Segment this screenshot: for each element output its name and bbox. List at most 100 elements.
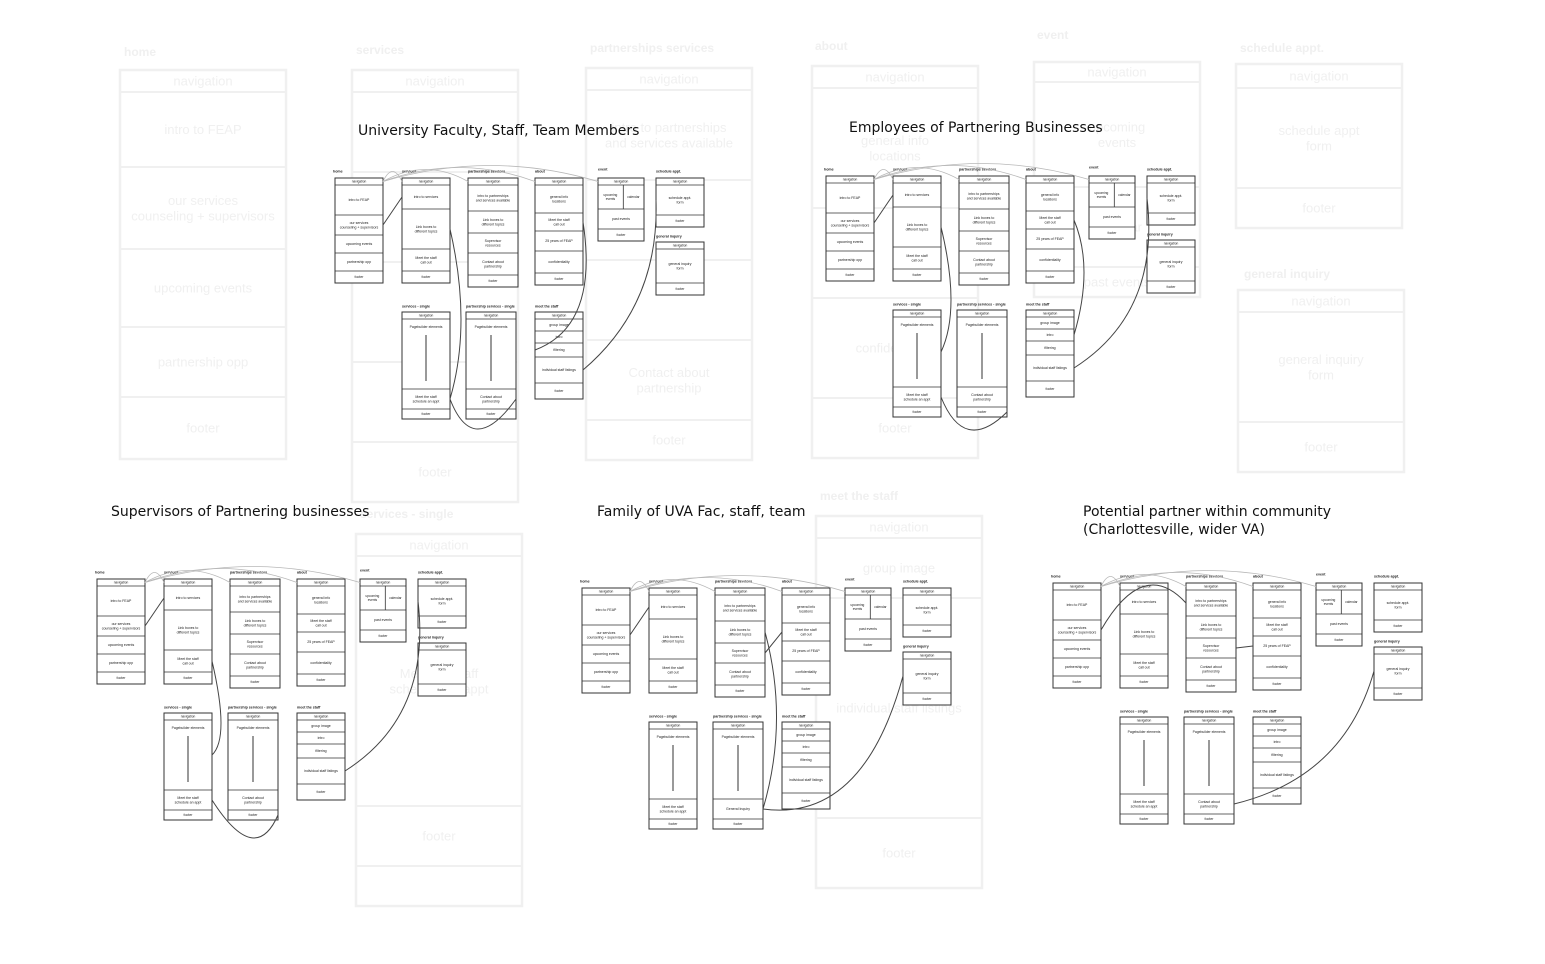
section-label: navigation	[920, 654, 935, 658]
section-label: footer	[802, 799, 812, 803]
section-label-general-inquiry: General Inquiry	[726, 807, 750, 811]
section-label: footer	[1108, 231, 1118, 235]
page-box-frame	[1119, 582, 1169, 689]
section-label: intro to FEAP	[111, 599, 132, 603]
bg-section-label: footer	[1302, 201, 1336, 216]
section-label: footer	[913, 410, 923, 414]
bg-page-frame	[814, 514, 984, 890]
section-label: individual staff listings	[1260, 773, 1294, 777]
nav-link-faint	[629, 577, 783, 592]
user-flow-link	[1100, 584, 1187, 631]
section-label: navigation	[248, 581, 263, 585]
section-label: navigation	[552, 180, 567, 184]
section-label: filtering	[1044, 346, 1055, 350]
section-label: intro to services	[905, 193, 930, 197]
section-label: footer	[1073, 680, 1083, 684]
bg-section-label: navigation	[869, 520, 928, 535]
general-inquiry-mask	[714, 800, 762, 818]
section-label: navigation	[486, 180, 501, 184]
section-label: navigation	[1105, 178, 1120, 182]
user-flow-link	[1073, 197, 1150, 369]
bg-section-label: navigation	[865, 70, 924, 85]
section-label: footer	[669, 822, 679, 826]
page-box-title: meet the staff	[782, 714, 806, 718]
nav-link-faint	[144, 566, 361, 583]
bg-section-label: intro to FEAP	[164, 122, 241, 137]
user-flow-link	[382, 196, 403, 226]
section-label: group image	[549, 323, 569, 327]
page-box-frame	[359, 578, 407, 643]
page-box-frame	[781, 587, 831, 696]
bg-section-label: footer	[1304, 440, 1338, 455]
section-label: navigation	[376, 581, 391, 585]
section-label: filtering	[315, 749, 326, 753]
section-label: footer	[1394, 624, 1404, 628]
section-label: navigation	[1202, 719, 1217, 723]
section-label: confidentiality	[795, 670, 816, 674]
section-label: individual staff listings	[304, 769, 338, 773]
page-box-title: event	[845, 577, 855, 581]
section-label: footer	[1167, 217, 1177, 221]
page-box-frame	[1373, 582, 1423, 633]
page-box-title: meet the staff	[1253, 709, 1277, 713]
nav-link-faint	[873, 169, 894, 180]
page-box-title: meet the staff	[297, 705, 321, 709]
nav-link-faint	[144, 568, 298, 583]
section-label: filtering	[800, 758, 811, 762]
section-label: calendar	[389, 596, 402, 600]
section-label: intro	[803, 745, 810, 749]
section-label: calendar	[627, 195, 640, 199]
page-box-partnership-single: partnership services - singlenavigationP…	[227, 705, 279, 821]
bg-page-title: meet the staff	[820, 489, 899, 503]
page-box-title: about	[297, 570, 308, 574]
section-label: footer	[734, 822, 744, 826]
bg-page-frame	[1236, 288, 1406, 474]
page-box-title: event	[1316, 572, 1326, 576]
section-label: footer	[1273, 794, 1283, 798]
bg-section-label: footer	[878, 421, 912, 436]
page-box-title: partnerships services	[715, 579, 752, 583]
section-label: navigation	[861, 590, 876, 594]
section-label: footer	[379, 634, 389, 638]
section-label: intro	[1047, 333, 1054, 337]
section-label: footer	[555, 277, 565, 281]
section-label: Pagebuilder elements	[410, 325, 443, 329]
section-label: footer	[1273, 682, 1283, 686]
user-flow-link	[762, 675, 904, 811]
section-label: navigation	[552, 314, 567, 318]
page-box-frame	[581, 587, 631, 694]
section-label: 25 years of FEAP	[1263, 644, 1291, 648]
bg-section-label: upcoming events	[154, 281, 253, 296]
